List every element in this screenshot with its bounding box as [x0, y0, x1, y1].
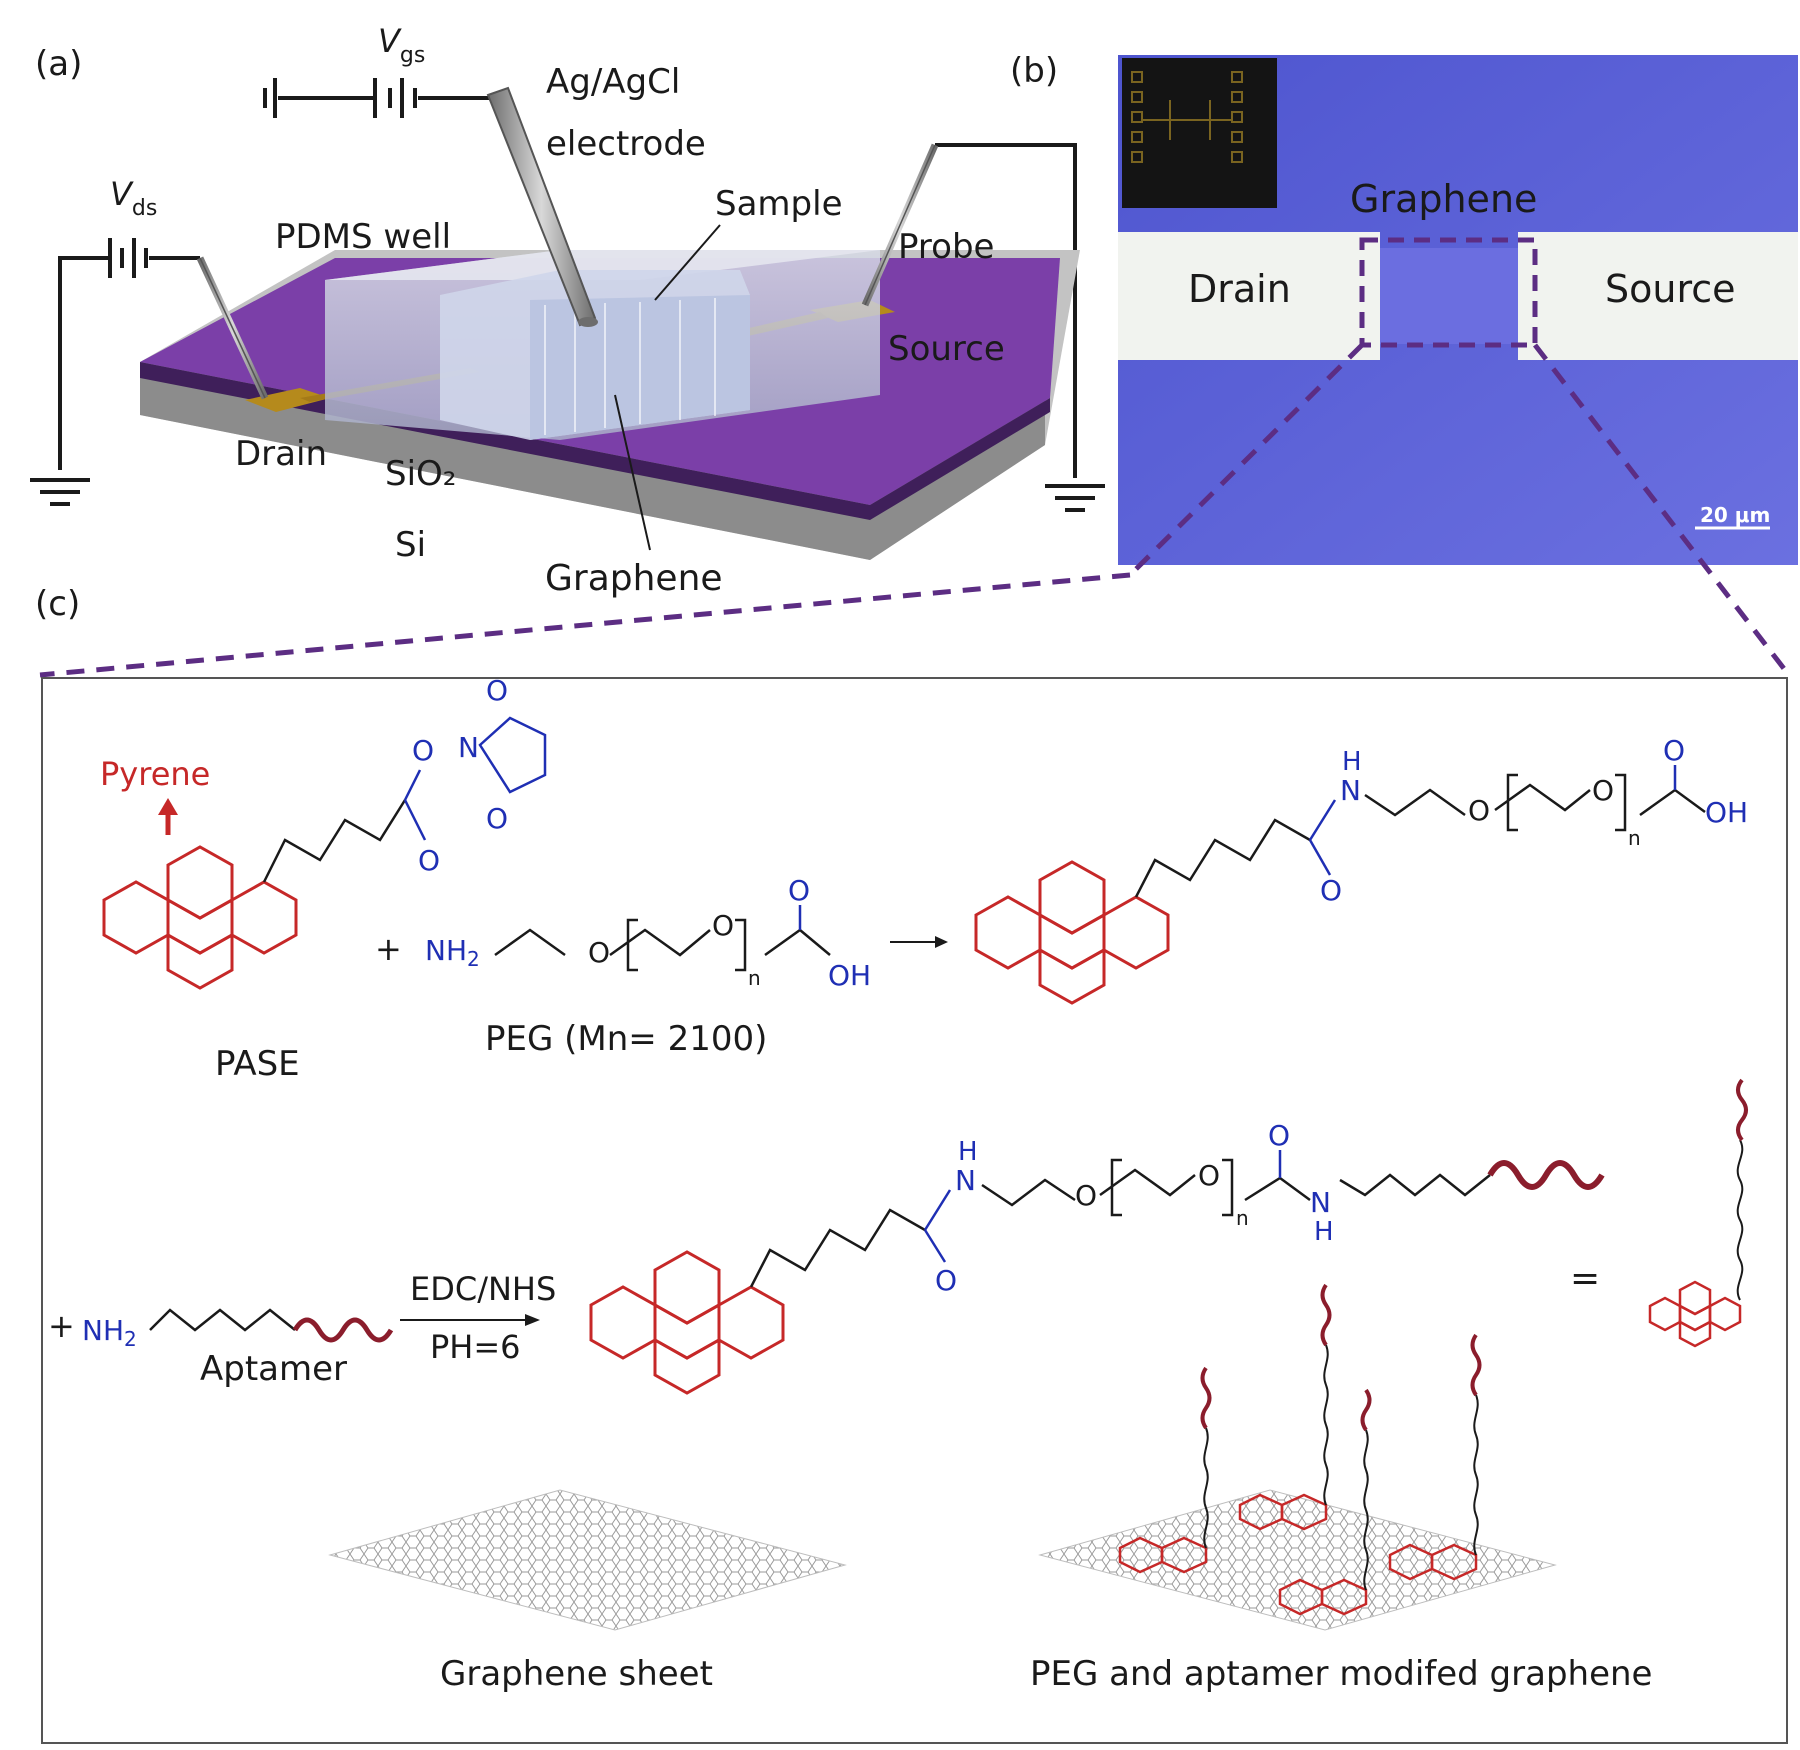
drain-label: Drain — [235, 434, 327, 474]
aptamer-label: Aptamer — [200, 1349, 347, 1389]
pyrene-label: Pyrene — [100, 755, 210, 793]
modified-graphene-label: PEG and aptamer modifed graphene — [1030, 1654, 1652, 1694]
svg-text:H: H — [958, 1137, 978, 1167]
svg-text:O: O — [486, 674, 508, 707]
product-2-pyrene — [589, 1250, 785, 1395]
ag-agcl-electrode — [486, 86, 597, 327]
svg-text:N: N — [458, 731, 479, 764]
panel-a-tag: (a) — [35, 44, 82, 84]
source-wire — [935, 143, 1105, 512]
peg-chains — [1203, 1344, 1479, 1591]
modified-graphene-sheet — [1038, 1489, 1557, 1631]
peg-label: PEG (Mn= 2100) — [485, 1019, 767, 1059]
probe-label: Probe — [898, 227, 994, 267]
vds-label: Vds — [110, 175, 157, 221]
svg-text:O: O — [588, 936, 610, 969]
svg-text:H: H — [1342, 747, 1362, 777]
sample-label: Sample — [715, 184, 842, 224]
panel-b-tag: (b) — [1010, 51, 1058, 91]
scale-label: 20 μm — [1700, 503, 1770, 527]
svg-text:n: n — [748, 966, 761, 990]
electrode-label-1: Ag/AgCl — [546, 62, 680, 102]
svg-text:O: O — [1198, 1159, 1220, 1192]
graphene-sheet-label: Graphene sheet — [440, 1654, 713, 1694]
graphene-label-b: Graphene — [1350, 177, 1537, 221]
svg-text:O: O — [1075, 1179, 1097, 1212]
drain-electrode — [1118, 232, 1380, 360]
anchored-pyrenes — [1118, 1493, 1478, 1616]
product-aptamer — [1487, 1160, 1605, 1190]
sio2-label: SiO₂ — [385, 454, 456, 494]
linker-symbol — [1648, 1078, 1748, 1348]
aptamer-nh2: NH2 — [82, 1314, 137, 1351]
svg-text:N: N — [1310, 1186, 1331, 1219]
svg-text:n: n — [1236, 1206, 1249, 1230]
pase-label: PASE — [215, 1044, 300, 1084]
panel-c: (c) Pyrene O O N O O PASE + NH2 O O n — [35, 584, 1788, 1744]
ph-label: PH=6 — [430, 1328, 521, 1366]
source-label: Source — [888, 329, 1005, 369]
svg-text:O: O — [1663, 734, 1685, 767]
svg-text:O: O — [412, 734, 434, 767]
graphene-label-a: Graphene — [545, 558, 723, 599]
graphene-channel — [1380, 248, 1518, 344]
peg-nh2: NH2 — [425, 934, 480, 971]
vgs-battery — [263, 78, 495, 118]
pdms-label: PDMS well — [275, 217, 451, 257]
aptamer-strand — [292, 1317, 394, 1343]
svg-text:O: O — [1468, 794, 1490, 827]
panel-c-tag: (c) — [35, 584, 80, 624]
vds-battery — [30, 238, 200, 506]
source-electrode — [1518, 232, 1798, 360]
svg-text:O: O — [486, 802, 508, 835]
zoom-box — [1359, 237, 1538, 348]
butyl-chain — [262, 799, 407, 883]
svg-text:O: O — [1320, 874, 1342, 907]
svg-text:O: O — [935, 1264, 957, 1297]
svg-text:OH: OH — [1705, 796, 1748, 829]
edc-label: EDC/NHS — [410, 1270, 556, 1308]
svg-text:O: O — [788, 874, 810, 907]
svg-text:O: O — [1268, 1119, 1290, 1152]
svg-text:O: O — [1592, 774, 1614, 807]
si-label: Si — [395, 525, 426, 565]
nhs-ring — [478, 716, 547, 794]
source-label-b: Source — [1605, 267, 1736, 311]
svg-text:O: O — [712, 909, 734, 942]
aptamer-tails — [1200, 1283, 1482, 1432]
equals-sign: = — [1570, 1258, 1600, 1299]
svg-text:OH: OH — [828, 959, 871, 992]
panel-b: (b) Graphene Drain Source 20 μm — [1010, 51, 1798, 565]
zoom-lines — [39, 343, 1787, 678]
plus-1: + — [375, 930, 402, 968]
plus-2: + — [48, 1307, 75, 1345]
panel-a: (a) Vgs Vds — [30, 22, 1105, 599]
svg-text:N: N — [955, 1164, 976, 1197]
svg-text:n: n — [1628, 826, 1641, 850]
svg-text:N: N — [1340, 774, 1361, 807]
graphene-sheet — [328, 1489, 847, 1631]
drain-pad — [245, 388, 330, 412]
chip-inset — [1122, 58, 1277, 208]
panel-c-frame — [41, 677, 1788, 1744]
svg-text:H: H — [1314, 1217, 1334, 1247]
svg-text:O: O — [418, 844, 440, 877]
drain-label-b: Drain — [1188, 267, 1291, 311]
electrode-label-2: electrode — [546, 124, 706, 164]
vgs-label: Vgs — [378, 22, 425, 68]
